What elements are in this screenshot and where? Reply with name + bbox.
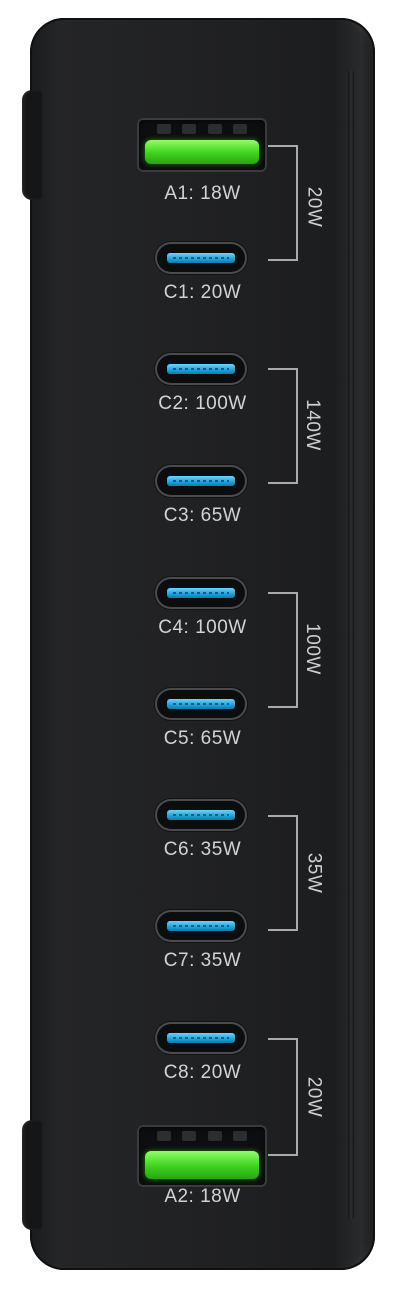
port-latch-tabs: [157, 1131, 247, 1141]
group-bracket-1: [268, 145, 298, 261]
group-label-4: 35W: [303, 852, 325, 894]
group-bracket-4: [268, 815, 298, 931]
bottom-side-bumper: [22, 1120, 42, 1230]
group-label-1: 20W: [303, 186, 325, 228]
port-label-c2: C2: 100W: [158, 393, 247, 414]
port-label-c6: C6: 35W: [163, 839, 242, 860]
charging-station-body: [30, 18, 375, 1270]
group-label-3: 100W: [301, 623, 323, 675]
usb-c-blade: [167, 588, 235, 598]
usb-c-blade: [167, 476, 235, 486]
usb-c-port-c1[interactable]: [155, 242, 247, 274]
group-label-5: 20W: [303, 1076, 325, 1118]
top-side-bumper: [22, 90, 42, 200]
port-label-c1: C1: 20W: [163, 282, 242, 303]
usb-c-blade: [167, 1033, 235, 1043]
group-bracket-5: [268, 1038, 298, 1156]
usb-c-blade: [167, 921, 235, 931]
port-label-c8: C8: 20W: [163, 1062, 242, 1083]
usb-c-port-c6[interactable]: [155, 799, 247, 831]
usb-c-port-c3[interactable]: [155, 465, 247, 497]
group-bracket-3: [268, 592, 298, 708]
port-label-c7: C7: 35W: [163, 950, 242, 971]
side-rail: [348, 70, 354, 1220]
usb-c-blade: [167, 699, 235, 709]
port-label-c4: C4: 100W: [158, 617, 247, 638]
usb-c-blade: [167, 810, 235, 820]
group-label-2: 140W: [301, 399, 323, 451]
port-label-c5: C5: 65W: [163, 728, 242, 749]
usb-a-port-a2[interactable]: [137, 1125, 267, 1187]
usb-c-blade: [167, 253, 235, 263]
usb-c-blade: [167, 364, 235, 374]
usb-c-port-c7[interactable]: [155, 910, 247, 942]
port-label-a2: A2: 18W: [164, 1186, 241, 1207]
usb-c-port-c4[interactable]: [155, 577, 247, 609]
group-bracket-2: [268, 368, 298, 484]
port-label-a1: A1: 18W: [164, 183, 241, 204]
usb-c-port-c5[interactable]: [155, 688, 247, 720]
usb-a-port-a1[interactable]: [137, 118, 267, 172]
port-latch-tabs: [157, 124, 247, 134]
usb-c-port-c2[interactable]: [155, 353, 247, 385]
usb-a-tongue: [145, 140, 259, 164]
port-label-c3: C3: 65W: [163, 505, 242, 526]
usb-c-port-c8[interactable]: [155, 1022, 247, 1054]
usb-a-tongue: [145, 1151, 259, 1179]
